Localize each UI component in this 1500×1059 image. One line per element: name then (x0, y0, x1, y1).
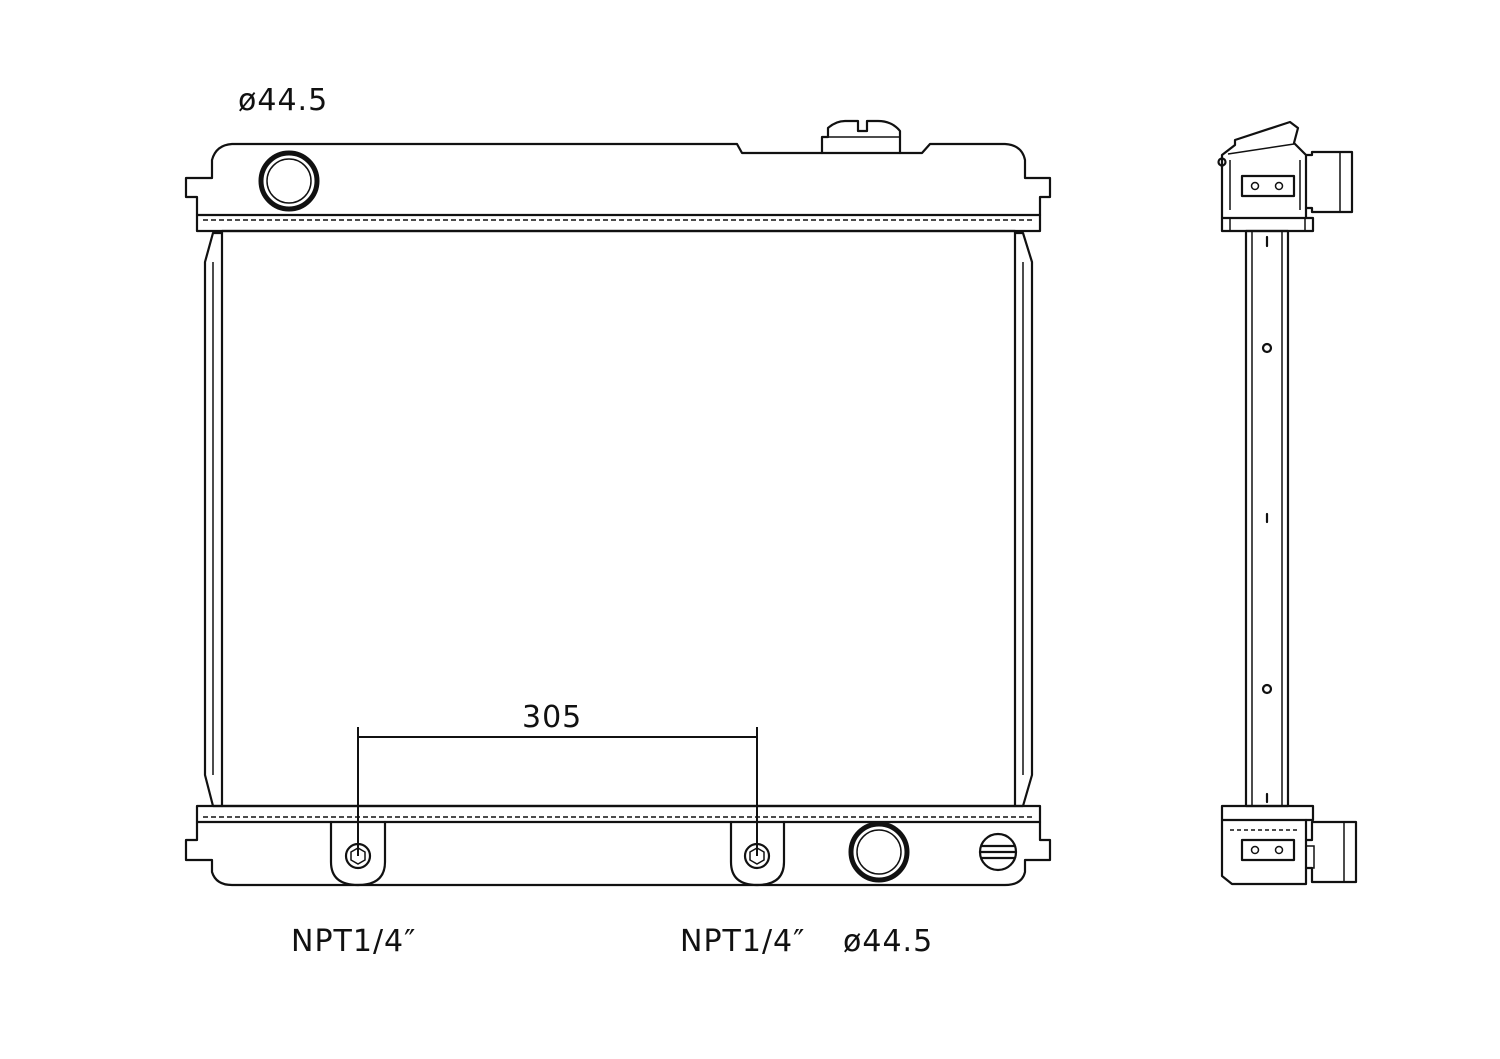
bottom-outlet-circle (848, 821, 910, 883)
top-tank (184, 142, 1052, 217)
drain-left-label: NPT1/4″ (291, 924, 417, 959)
drain-boss-right (729, 820, 786, 887)
top-inlet-circle (258, 150, 320, 212)
port-spacing-label: 305 (522, 700, 583, 735)
petcock-fitting (978, 832, 1018, 872)
bottom-header-plate (195, 804, 1042, 824)
top-header-plate (195, 213, 1042, 233)
side-lower-pipe (1304, 820, 1358, 884)
radiator-cap (820, 119, 902, 155)
radiator-core (220, 229, 1017, 808)
bottom-outlet-diameter-label: ø44.5 (843, 924, 934, 959)
bottom-tank (184, 820, 1052, 887)
side-top-tank (1220, 120, 1308, 220)
drain-boss-left (329, 820, 387, 887)
top-inlet-diameter-label: ø44.5 (238, 83, 329, 118)
side-upper-pipe (1304, 150, 1354, 214)
radiator-side-view (1217, 120, 1358, 886)
dimension-305 (357, 727, 758, 856)
radiator-front-view (184, 119, 1052, 887)
drain-right-label: NPT1/4″ (680, 924, 806, 959)
